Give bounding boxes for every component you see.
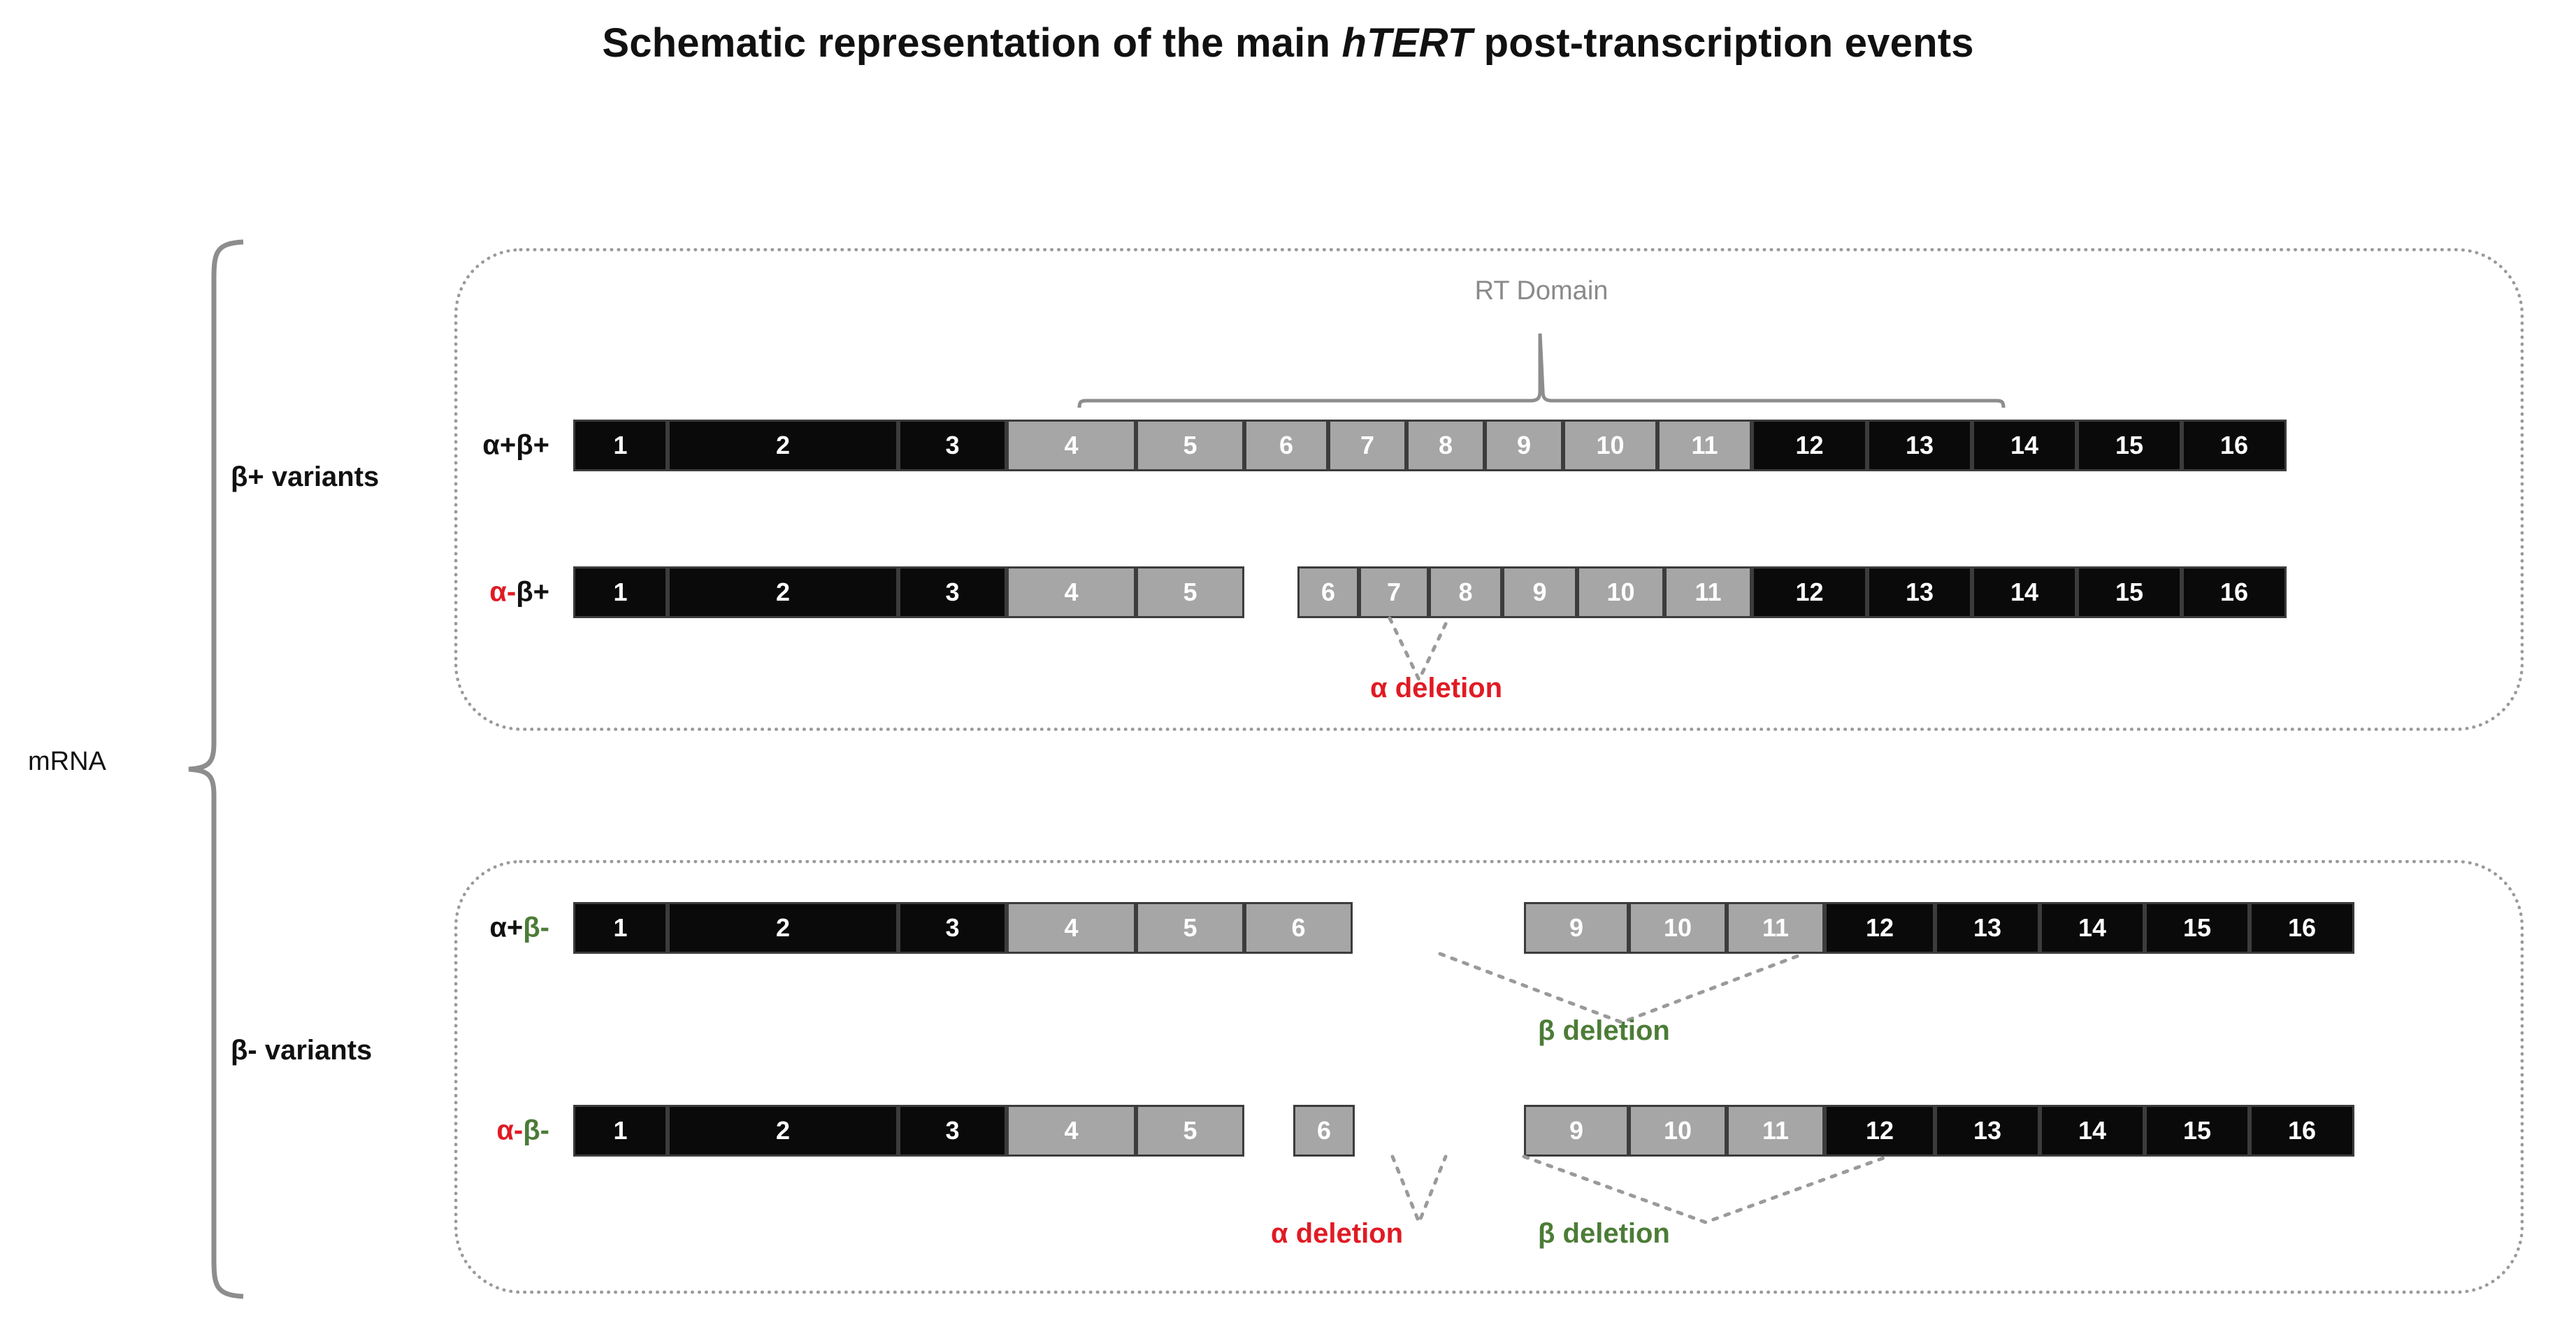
title-gene-name: hTERT	[1341, 20, 1473, 66]
exon-block-4: 4	[1007, 420, 1136, 471]
exon-block-5: 5	[1136, 566, 1244, 618]
exon-block-13: 13	[1935, 1105, 2040, 1157]
exon-block-3: 3	[898, 566, 1007, 618]
exon-block-13: 13	[1867, 566, 1972, 618]
exon-block-14: 14	[1972, 420, 2077, 471]
exon-block-10: 10	[1577, 566, 1664, 618]
rt-domain-brace-icon	[1077, 333, 2006, 408]
exon-block-3: 3	[898, 1105, 1007, 1157]
exon-block-2: 2	[668, 1105, 898, 1157]
beta-deletion-label-row3: β deletion	[1538, 1015, 1670, 1046]
exon-block-14: 14	[2040, 1105, 2145, 1157]
rt-domain-annotation: RT Domain	[1077, 276, 2006, 409]
row-label-alpha-plus-beta-plus: α+β+	[482, 430, 549, 462]
exon-block-7: 7	[1328, 420, 1406, 471]
exon-block-12: 12	[1825, 902, 1935, 954]
mrna-label: mRNA	[28, 747, 106, 776]
group-label-beta-plus-variants: β+ variants	[231, 462, 380, 492]
title-suffix: post-transcription events	[1472, 20, 1974, 66]
exon-block-6: 6	[1297, 566, 1359, 618]
exon-block-2: 2	[668, 902, 898, 954]
title-prefix: Schematic representation of the main	[602, 20, 1342, 66]
exon-block-8: 8	[1429, 566, 1502, 618]
exon-block-2: 2	[668, 420, 898, 471]
exon-block-13: 13	[1935, 902, 2040, 954]
exon-block-11: 11	[1727, 902, 1825, 954]
exon-block-16: 16	[2182, 566, 2287, 618]
exon-block-16: 16	[2250, 902, 2354, 954]
exon-block-12: 12	[1752, 420, 1867, 471]
alpha-deletion-label-row2: α deletion	[1370, 673, 1503, 703]
exon-block-14: 14	[2040, 902, 2145, 954]
alpha-deletion-label-row4: α deletion	[1271, 1218, 1404, 1249]
exon-block-12: 12	[1752, 566, 1867, 618]
exon-block-11: 11	[1657, 420, 1752, 471]
row-label-alpha-minus-beta-plus: α-β+	[489, 577, 549, 608]
exon-block-4: 4	[1007, 566, 1136, 618]
exon-block-6: 6	[1244, 420, 1328, 471]
row-label-alpha-part: α-	[489, 576, 517, 608]
row-label-alpha-plus-beta-minus: α+β-	[489, 913, 549, 944]
exon-block-6: 6	[1244, 902, 1353, 954]
panel-beta-plus-variants	[454, 248, 2524, 731]
exon-block-1: 1	[573, 420, 668, 471]
row-label-alpha-part: α+	[482, 429, 517, 461]
row-label-alpha-minus-beta-minus: α-β-	[496, 1115, 549, 1147]
exon-block-15: 15	[2145, 1105, 2250, 1157]
exon-block-9: 9	[1485, 420, 1563, 471]
page-title: Schematic representation of the main hTE…	[0, 20, 2576, 66]
exon-block-7: 7	[1359, 566, 1429, 618]
group-label-beta-minus-variants: β- variants	[231, 1035, 373, 1066]
exon-block-9: 9	[1524, 1105, 1629, 1157]
exon-block-3: 3	[898, 420, 1007, 471]
exon-block-15: 15	[2077, 566, 2182, 618]
exon-block-3: 3	[898, 902, 1007, 954]
exon-block-10: 10	[1629, 1105, 1727, 1157]
exon-block-2: 2	[668, 566, 898, 618]
exon-block-16: 16	[2182, 420, 2287, 471]
beta-deletion-connector-row3	[1438, 952, 1806, 1024]
beta-deletion-label-row4: β deletion	[1538, 1218, 1670, 1249]
exon-block-9: 9	[1502, 566, 1577, 618]
row-label-beta-part: β+	[516, 576, 549, 608]
rt-domain-label: RT Domain	[1474, 276, 1609, 306]
row-label-beta-part: β+	[516, 429, 549, 461]
exon-block-16: 16	[2250, 1105, 2354, 1157]
panel-beta-minus-variants	[454, 860, 2524, 1294]
exon-block-1: 1	[573, 566, 668, 618]
exon-block-9: 9	[1524, 902, 1629, 954]
exon-block-5: 5	[1136, 420, 1244, 471]
row-label-beta-part: β-	[523, 1115, 549, 1146]
exon-block-6: 6	[1293, 1105, 1355, 1157]
exon-block-13: 13	[1867, 420, 1972, 471]
exon-block-11: 11	[1664, 566, 1752, 618]
mrna-brace-icon	[188, 239, 244, 1299]
beta-deletion-connector-row4	[1522, 1154, 1890, 1224]
exon-block-10: 10	[1629, 902, 1727, 954]
exon-block-4: 4	[1007, 902, 1136, 954]
exon-block-5: 5	[1136, 902, 1244, 954]
exon-block-4: 4	[1007, 1105, 1136, 1157]
alpha-deletion-connector-row4	[1390, 1154, 1448, 1227]
row-label-alpha-part: α+	[489, 912, 524, 943]
exon-block-8: 8	[1406, 420, 1485, 471]
exon-block-5: 5	[1136, 1105, 1244, 1157]
exon-block-10: 10	[1563, 420, 1657, 471]
exon-block-12: 12	[1825, 1105, 1935, 1157]
exon-block-11: 11	[1727, 1105, 1825, 1157]
exon-block-14: 14	[1972, 566, 2077, 618]
exon-block-1: 1	[573, 902, 668, 954]
alpha-deletion-connector-row2	[1388, 616, 1451, 684]
exon-block-1: 1	[573, 1105, 668, 1157]
row-label-beta-part: β-	[523, 912, 549, 943]
exon-block-15: 15	[2077, 420, 2182, 471]
exon-block-15: 15	[2145, 902, 2250, 954]
row-label-alpha-part: α-	[496, 1115, 524, 1146]
